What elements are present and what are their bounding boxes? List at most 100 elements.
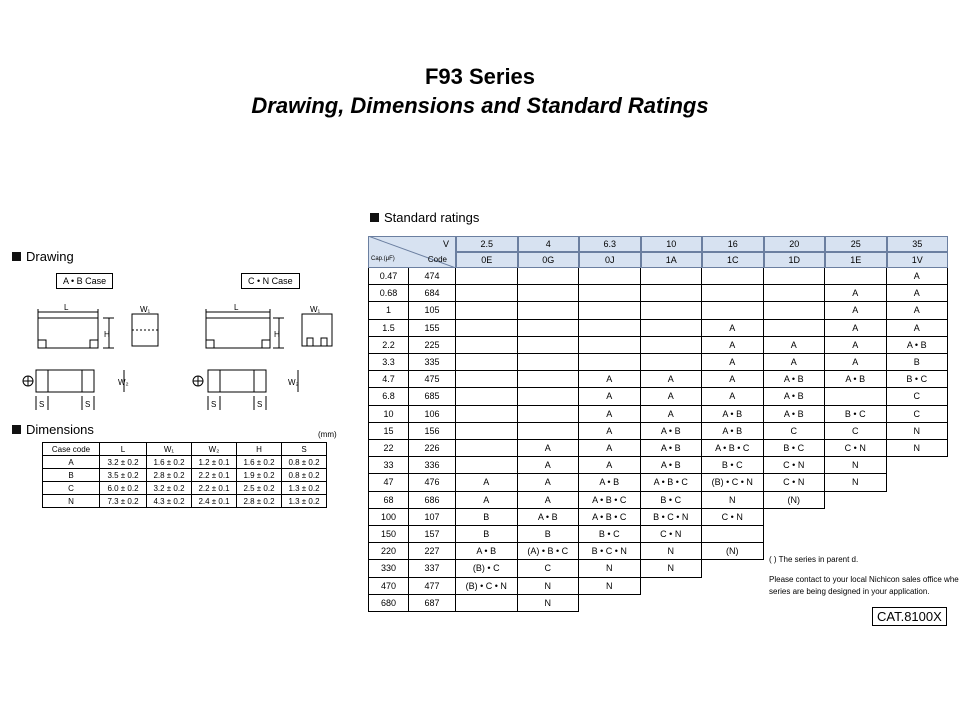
rating-cell	[456, 354, 518, 372]
code-axis-label: Code	[427, 255, 447, 264]
capacitance-cell: 0.47	[368, 268, 408, 286]
rating-cell: B • C	[702, 457, 764, 475]
bullet-square-icon	[12, 252, 21, 261]
rating-cell: B	[517, 526, 579, 544]
voltage-header: 4	[517, 236, 579, 252]
capacitance-cell: 150	[368, 526, 408, 544]
capacitance-cell: 10	[368, 405, 408, 423]
rating-cell: C	[517, 560, 579, 578]
rating-cell: N	[886, 422, 948, 440]
dim-label-w2: W₂	[118, 378, 129, 387]
rating-cell	[517, 319, 579, 337]
ratings-heading: Standard ratings	[370, 210, 479, 225]
col-header: W₁	[146, 442, 192, 456]
rating-cell: C	[825, 422, 887, 440]
capacitance-cell: 680	[368, 594, 408, 612]
drawing-cn-case: L H W₁ W₂ S S	[192, 303, 333, 410]
rating-cell	[702, 285, 764, 303]
rating-cell: N	[702, 491, 764, 509]
rating-cell: C	[886, 405, 948, 423]
capacitance-cell: 1.5	[368, 319, 408, 337]
capacitance-cell: 15	[368, 422, 408, 440]
dimensions-header-row: Case code L W₁ W₂ H S	[42, 442, 327, 456]
dim-label-h: H	[104, 330, 110, 339]
voltage-header: 6.3	[579, 236, 641, 252]
rating-cell: N	[825, 474, 887, 492]
table-cell: 2.8 ± 0.2	[236, 494, 282, 508]
table-cell: 1.2 ± 0.1	[191, 455, 237, 469]
diagonal-divider-icon	[368, 236, 456, 268]
cap-code-cell: 686	[408, 491, 456, 509]
dimensions-heading: Dimensions	[12, 422, 94, 437]
rating-cell: A	[456, 491, 518, 509]
voltage-header: 25	[825, 236, 887, 252]
dim-label-w2: W₂	[288, 378, 299, 387]
voltage-code-header: 1D	[763, 252, 825, 268]
cap-code-cell: 226	[408, 440, 456, 458]
rating-cell: (A) • B • C	[517, 543, 579, 561]
rating-cell	[517, 422, 579, 440]
rating-cell: A • B	[763, 371, 825, 389]
rating-cell: N	[640, 543, 702, 561]
cap-code-cell: 687	[408, 594, 456, 612]
dimensions-heading-text: Dimensions	[26, 422, 94, 437]
cap-code-cell: 227	[408, 543, 456, 561]
rating-cell: N	[825, 457, 887, 475]
rating-cell: A • B	[702, 405, 764, 423]
rating-cell: B	[456, 526, 518, 544]
voltage-header: 35	[886, 236, 948, 252]
rating-cell: A	[702, 388, 764, 406]
capacitance-cell: 68	[368, 491, 408, 509]
rating-cell: A • B	[456, 543, 518, 561]
rating-cell: A	[640, 388, 702, 406]
rating-cell	[702, 268, 764, 286]
note-line-2: Please contact to your local Nichicon sa…	[769, 575, 959, 584]
rating-cell: B • C	[579, 526, 641, 544]
cap-code-cell: 337	[408, 560, 456, 578]
dim-label-w1: W₁	[140, 305, 151, 314]
rating-cell	[640, 268, 702, 286]
rating-cell: B • C • N	[579, 543, 641, 561]
table-cell: 2.2 ± 0.1	[191, 481, 237, 495]
rating-cell: A	[456, 474, 518, 492]
col-header: L	[99, 442, 147, 456]
rating-cell	[640, 285, 702, 303]
voltage-code-header: 0E	[456, 252, 518, 268]
rating-cell	[456, 302, 518, 320]
rating-cell	[456, 371, 518, 389]
table-cell: 7.3 ± 0.2	[99, 494, 147, 508]
voltage-header: 20	[763, 236, 825, 252]
rating-cell: C • N	[825, 440, 887, 458]
rating-cell: A	[517, 440, 579, 458]
capacitance-cell: 4.7	[368, 371, 408, 389]
dim-label-l: L	[64, 303, 69, 312]
rating-cell: B • C • N	[640, 508, 702, 526]
cap-code-cell: 156	[408, 422, 456, 440]
rating-cell: (B) • C • N	[456, 577, 518, 595]
rating-cell: A	[517, 457, 579, 475]
rating-cell	[579, 319, 641, 337]
rating-cell	[517, 268, 579, 286]
capacitance-cell: 3.3	[368, 354, 408, 372]
rating-cell	[702, 526, 764, 544]
drawing-heading: Drawing	[12, 249, 74, 264]
rating-cell: C • N	[763, 457, 825, 475]
capacitance-cell: 470	[368, 577, 408, 595]
rating-cell: A	[579, 422, 641, 440]
rating-cell: A	[640, 405, 702, 423]
table-cell: 1.6 ± 0.2	[146, 455, 192, 469]
capacitance-cell: 1	[368, 302, 408, 320]
rating-cell: N	[886, 440, 948, 458]
rating-cell	[640, 302, 702, 320]
rating-cell: N	[517, 577, 579, 595]
voltage-header: 16	[702, 236, 764, 252]
rating-cell: N	[517, 594, 579, 612]
cap-code-cell: 475	[408, 371, 456, 389]
cap-code-cell: 157	[408, 526, 456, 544]
rating-cell: N	[640, 560, 702, 578]
rating-cell: (N)	[702, 543, 764, 561]
rating-cell	[456, 319, 518, 337]
rating-cell: A	[640, 371, 702, 389]
